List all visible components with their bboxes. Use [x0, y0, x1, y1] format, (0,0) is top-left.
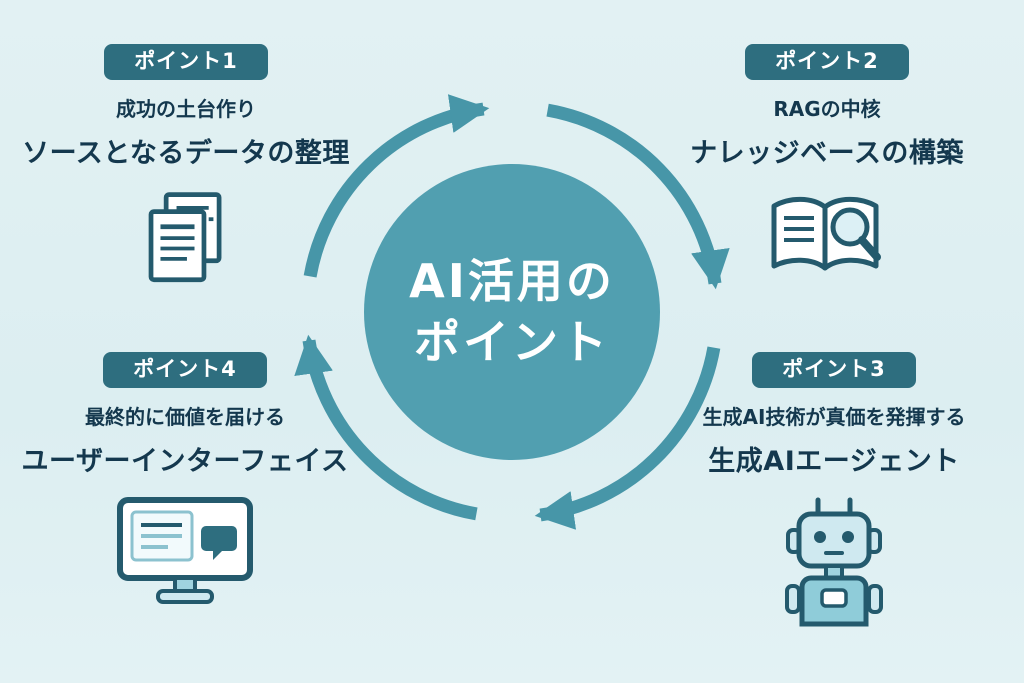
center-title-line1: AI活用の: [409, 254, 615, 309]
arc-top-to-right: [546, 103, 730, 290]
point-1-subtitle: 成功の土台作り: [116, 97, 256, 121]
point-1-badge: ポイント1: [104, 44, 268, 80]
point-3-title: 生成AIエージェント: [708, 446, 960, 477]
robot-icon: [773, 494, 895, 630]
point-1-title: ソースとなるデータの整理: [22, 138, 350, 169]
point-4-badge: ポイント4: [103, 352, 267, 388]
monitor-chat-icon: [114, 494, 256, 614]
cycle-arrow-ring: [294, 94, 730, 530]
documents-icon: [134, 186, 238, 294]
point-1-block: ポイント1 成功の土台作り ソースとなるデータの整理: [4, 44, 368, 294]
point-4-subtitle: 最終的に価値を届ける: [85, 405, 285, 429]
arc-bottom-to-left: [294, 334, 478, 521]
arc-left-to-top: [303, 94, 490, 278]
point-3-badge: ポイント3: [752, 352, 916, 388]
point-2-subtitle: RAGの中核: [773, 97, 881, 121]
point-2-badge: ポイント2: [745, 44, 909, 80]
point-2-title: ナレッジベースの構築: [690, 138, 964, 169]
center-circle: AI活用の ポイント: [364, 164, 660, 460]
point-2-block: ポイント2 RAGの中核 ナレッジベースの構築: [646, 44, 1008, 286]
point-3-block: ポイント3 生成AI技術が真価を発揮する 生成AIエージェント: [650, 352, 1018, 630]
point-4-block: ポイント4 最終的に価値を届ける ユーザーインターフェイス: [2, 352, 368, 614]
point-3-subtitle: 生成AI技術が真価を発揮する: [702, 405, 966, 429]
arc-right-to-bottom: [534, 346, 721, 530]
point-4-title: ユーザーインターフェイス: [21, 446, 349, 477]
book-magnifier-icon: [760, 186, 894, 286]
center-title-line2: ポイント: [414, 315, 610, 369]
